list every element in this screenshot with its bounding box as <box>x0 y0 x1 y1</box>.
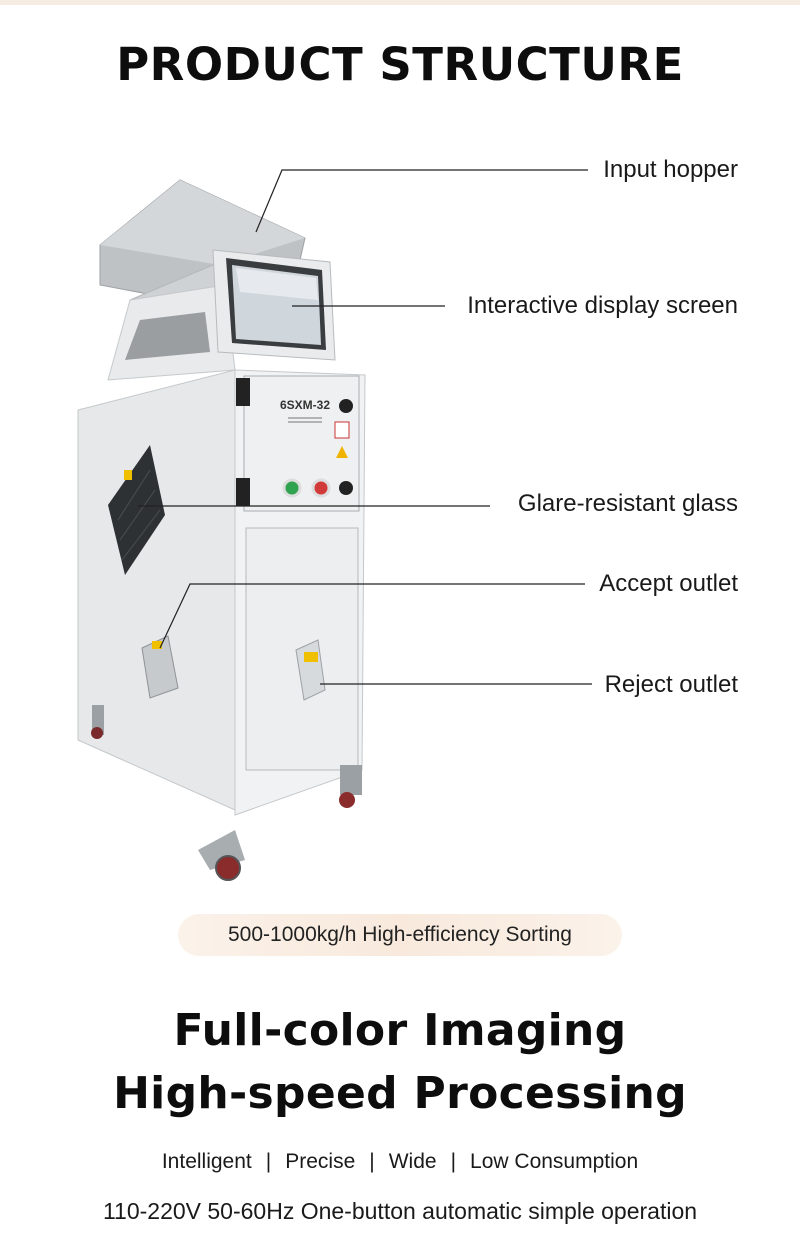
spec-line: 110-220V 50-60Hz One-button automatic si… <box>102 1198 698 1224</box>
callout-lines <box>138 169 592 685</box>
feature-list: Intelligent | Precise | Wide | Low Consumption <box>0 1150 800 1174</box>
feature-item: Precise <box>285 1150 356 1173</box>
input-hopper-line <box>255 169 588 233</box>
callout-input-hopper: Input hopper <box>603 156 738 183</box>
feature-item: Low Consumption <box>470 1150 639 1173</box>
feature-separator: | <box>265 1150 272 1173</box>
capacity-badge: 500-1000kg/h High-efficiency Sorting <box>178 914 622 956</box>
top-accent-bar <box>0 0 800 5</box>
accept-outlet-line <box>159 583 585 649</box>
callout-reject-outlet: Reject outlet <box>604 671 738 698</box>
feature-separator: | <box>369 1150 375 1173</box>
machine-illustration: 6SXM-32 <box>77 179 366 881</box>
headline-line-2: High-speed Processing <box>113 1068 687 1119</box>
callout-glare-glass: Glare-resistant glass <box>517 490 738 517</box>
feature-item: Intelligent <box>161 1150 252 1173</box>
headline-line-1: Full-color Imaging <box>173 1005 627 1056</box>
callout-accept-outlet: Accept outlet <box>599 570 738 597</box>
callout-display-screen: Interactive display screen <box>467 292 738 319</box>
feature-item: Wide <box>388 1150 437 1173</box>
feature-separator: | <box>450 1150 457 1173</box>
model-label: 6SXM-32 <box>280 398 330 412</box>
page-title: PRODUCT STRUCTURE <box>116 38 684 91</box>
